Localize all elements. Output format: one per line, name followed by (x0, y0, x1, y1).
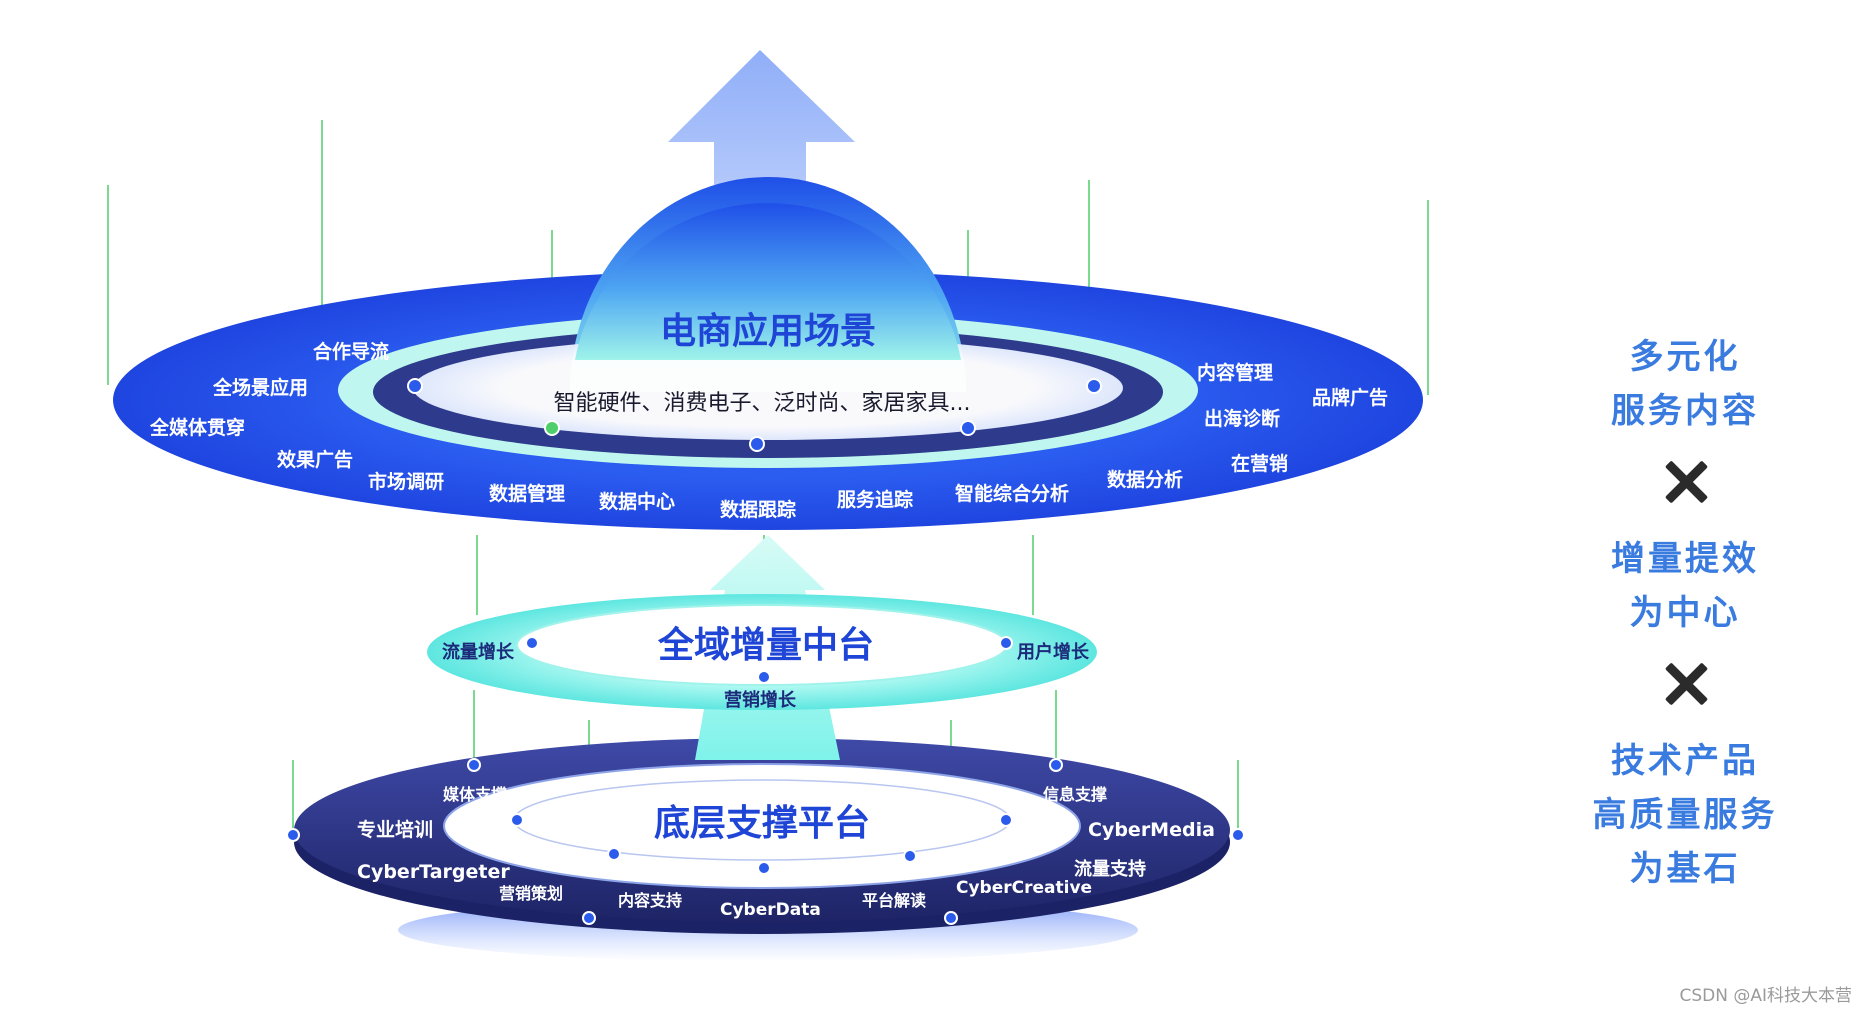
top-ring-labels: 合作导流 全场景应用 全媒体贯穿 效果广告 市场调研 数据管理 数据中心 数据跟… (149, 340, 1388, 521)
side-text: 技术产品 (1611, 741, 1759, 781)
ring-dot (757, 670, 771, 684)
top-title: 电商应用场景 (660, 311, 876, 352)
top-ring-label: 合作导流 (313, 340, 389, 363)
bottom-ring-label: 媒体支撑 (443, 785, 507, 804)
bottom-platform (294, 738, 1230, 934)
top-dome-cap (575, 203, 961, 360)
top-arrow (668, 50, 855, 210)
bottom-ring-label: CyberTargeter (357, 861, 510, 883)
ring-dot (544, 420, 560, 436)
top-ring-label: 品牌广告 (1312, 386, 1388, 409)
middle-title: 全域增量中台 (657, 624, 874, 666)
top-ring-label: 全场景应用 (212, 376, 308, 399)
middle-ring-label: 用户增长 (1017, 641, 1090, 663)
ring-dot (1231, 828, 1245, 842)
top-ring-label: 市场调研 (368, 470, 444, 493)
ring-dots (286, 378, 1245, 925)
bottom-ring-label: 内容支持 (618, 891, 682, 910)
ring-dot (757, 861, 771, 875)
top-ring-label: 全媒体贯穿 (149, 416, 245, 439)
multiply-icon (1663, 662, 1707, 706)
ring-dot (467, 758, 481, 772)
bottom-ring-label: 专业培训 (357, 818, 433, 841)
top-ring-label: 效果广告 (277, 448, 353, 471)
bottom-ring-labels: 媒体支撑 专业培训 CyberTargeter 营销策划 内容支持 CyberD… (357, 785, 1215, 920)
ring-dot (286, 828, 300, 842)
bottom-ring-label: CyberCreative (956, 878, 1092, 898)
ring-dot (407, 378, 423, 394)
bottom-ring-label: CyberMedia (1088, 819, 1215, 841)
side-text: 多元化 (1629, 337, 1741, 377)
top-ring-label: 在营销 (1231, 452, 1288, 475)
top-ring-label: 服务追踪 (837, 488, 913, 511)
side-group-diverse-services: 多元化 服务内容 (1611, 330, 1759, 438)
top-inner-disc (413, 336, 1123, 440)
bottom-title: 底层支撑平台 (654, 803, 870, 844)
ring-dot (999, 636, 1013, 650)
ring-dot (525, 636, 539, 650)
ring-dot (960, 420, 976, 436)
watermark: CSDN @AI科技大本营 (1679, 986, 1852, 1006)
bottom-ring-label: 流量支持 (1074, 858, 1146, 880)
ring-dot (582, 911, 596, 925)
bottom-inner-disc (443, 763, 1081, 889)
side-text: 为中心 (1629, 593, 1741, 633)
side-text: 增量提效 (1611, 539, 1759, 579)
top-ring-label: 内容管理 (1197, 361, 1273, 384)
ring-dot (749, 436, 765, 452)
side-group-growth-center: 增量提效 为中心 (1611, 532, 1759, 640)
ring-dot (903, 849, 917, 863)
ring-dot (510, 813, 524, 827)
top-ring-label: 智能综合分析 (955, 482, 1069, 505)
top-subtitle: 智能硬件、消费电子、泛时尚、家居家具... (554, 391, 971, 416)
bottom-ring-label: 信息支撑 (1043, 785, 1107, 804)
side-text: 高质量服务 (1592, 795, 1778, 835)
top-ring-label: 数据分析 (1107, 468, 1183, 491)
top-ring-label: 数据中心 (599, 490, 675, 513)
side-text: 为基石 (1629, 849, 1741, 889)
side-panel: 多元化 服务内容 增量提效 为中心 技术产品 高质量服务 为基石 (1560, 330, 1810, 896)
bottom-ring-label: CyberData (720, 900, 821, 920)
side-text: 服务内容 (1611, 391, 1759, 431)
middle-ring-label: 营销增长 (724, 689, 797, 711)
multiply-icon (1663, 460, 1707, 504)
bottom-ring-label: 平台解读 (862, 891, 926, 910)
ring-dot (1049, 758, 1063, 772)
middle-ring-label: 流量增长 (442, 641, 515, 663)
top-ring-label: 数据管理 (489, 482, 565, 505)
top-ring-label: 数据跟踪 (720, 498, 796, 521)
top-platform (113, 177, 1423, 530)
top-ring-label: 出海诊断 (1204, 407, 1280, 430)
ring-dot (607, 847, 621, 861)
middle-platform (427, 594, 1097, 710)
ring-dot (944, 911, 958, 925)
bottom-ring-label: 营销策划 (499, 884, 563, 903)
ring-dot (1086, 378, 1102, 394)
middle-ring-labels: 流量增长 用户增长 营销增长 (442, 641, 1090, 711)
side-group-tech-foundation: 技术产品 高质量服务 为基石 (1593, 734, 1778, 896)
ring-dot (999, 813, 1013, 827)
